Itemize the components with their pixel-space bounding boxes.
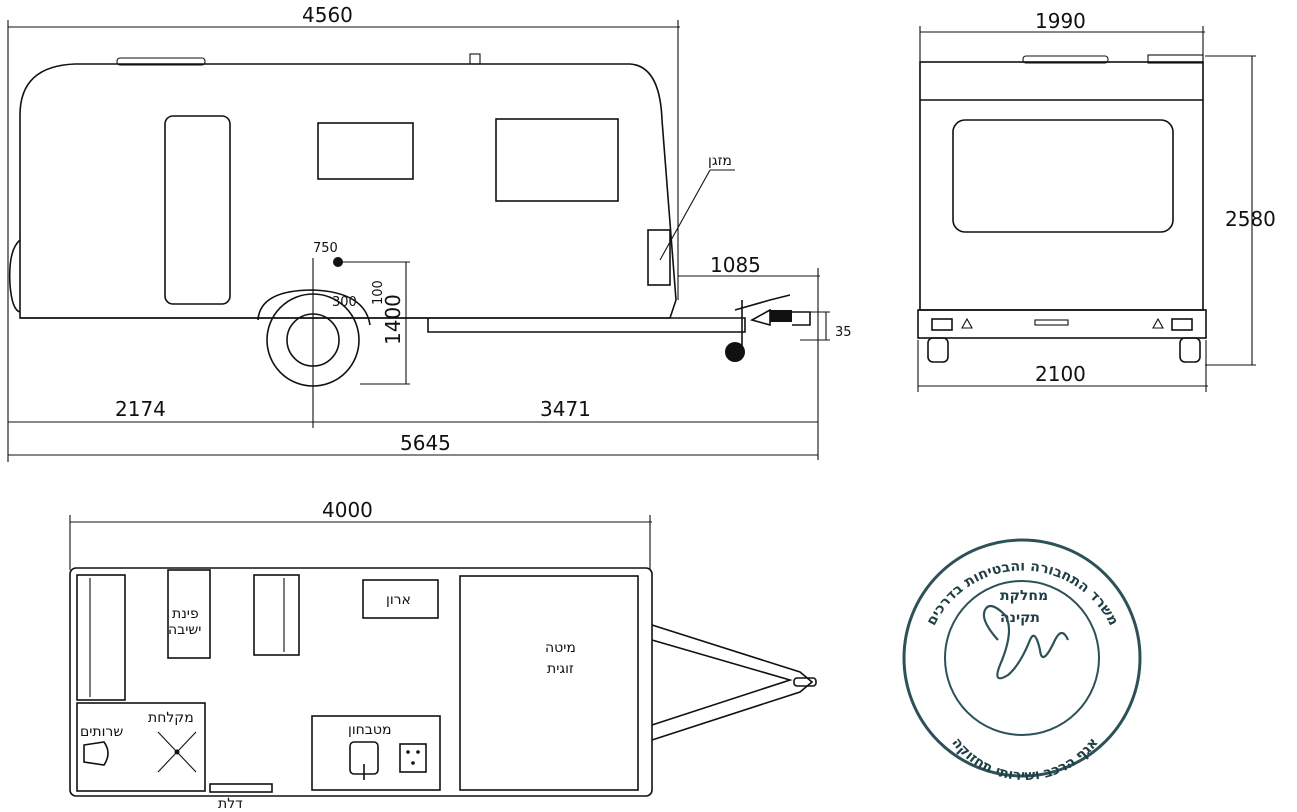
dim-body-width: 1990 xyxy=(1035,9,1086,33)
front-bump xyxy=(8,239,21,313)
dim-height-1400: 1400 xyxy=(381,294,405,345)
dim-hitch-length: 1085 xyxy=(710,253,761,277)
seating-label-2: ישיבה xyxy=(168,622,201,638)
floor-drawbar-inner xyxy=(651,639,793,726)
burner-3-icon xyxy=(411,761,415,765)
closet xyxy=(362,579,439,619)
dim-overall-width: 2100 xyxy=(1035,362,1086,386)
roof-vent-front xyxy=(469,53,481,65)
approval-stamp: משרד התחבורה והבטיחות בדרכים אגף הרכב וש… xyxy=(902,538,1142,784)
floor-drawbar xyxy=(651,624,814,741)
rear-wheel-right xyxy=(1179,337,1201,363)
rear-wheel-left xyxy=(927,337,949,363)
kitchen-label: מטבחון xyxy=(348,722,391,738)
stamp-inner-ring xyxy=(944,580,1100,736)
toilet-icon xyxy=(83,741,109,766)
drawbar xyxy=(420,317,746,333)
dim-750: 750 xyxy=(313,241,338,256)
seating-label-1: פינת xyxy=(172,606,199,622)
plate-light xyxy=(1034,319,1069,326)
caravan-body-outline xyxy=(19,63,677,319)
stamp-ring-text-bottom: אגף הרכב ושירותי תחזוקה xyxy=(948,735,1101,784)
ac-label: מזגן xyxy=(708,153,732,169)
rear-window xyxy=(952,119,1174,233)
dim-35: 35 xyxy=(835,325,852,340)
floor-outline xyxy=(69,567,653,797)
wardrobe-left xyxy=(76,574,126,701)
bed-label-2: זוגית xyxy=(547,661,574,677)
hitch-assembly xyxy=(725,294,811,362)
floor-coupler xyxy=(793,677,817,687)
shower-label: מקלחת xyxy=(148,710,194,726)
signature xyxy=(982,604,1070,680)
dim-rear-to-axle: 2174 xyxy=(115,397,166,421)
stamp-dept-2: תקינה xyxy=(1000,610,1040,626)
seating-area xyxy=(167,569,211,659)
ac-unit xyxy=(647,229,671,286)
burner-1-icon xyxy=(406,750,410,754)
tail-light-right xyxy=(1171,318,1193,331)
stamp-dept-1: מחלקת xyxy=(1000,588,1048,604)
floor-plan: 4000 פינת ישיבה ארון מיטה זוגית שרותים מ… xyxy=(69,498,817,812)
rear-roof-vent xyxy=(1022,55,1109,64)
reflector-right xyxy=(1152,317,1164,329)
bed-label-1: מיטה xyxy=(545,640,576,656)
closet-label: ארון xyxy=(386,592,411,608)
rear-view: 1990 2580 2100 xyxy=(917,9,1276,392)
bench xyxy=(253,574,300,656)
dim-height-100: 100 xyxy=(371,280,386,305)
bathroom xyxy=(76,702,206,792)
door-label: דלת xyxy=(218,796,243,812)
stamp-outer-ring xyxy=(902,538,1142,778)
dim-small-mark: 300 xyxy=(332,295,357,310)
dim-axle-to-hitch: 3471 xyxy=(540,397,591,421)
kitchenette xyxy=(311,715,441,791)
side-door xyxy=(164,115,231,305)
burner-2-icon xyxy=(416,750,420,754)
dim-body-length: 4560 xyxy=(302,3,353,27)
shower-drain-icon xyxy=(174,749,180,755)
tail-light-left xyxy=(931,318,953,331)
ac-leader-line xyxy=(659,169,711,261)
side-window-2 xyxy=(495,118,619,202)
entry-door xyxy=(209,783,273,793)
roof-vent-rear xyxy=(116,57,206,66)
dim-inner-length: 4000 xyxy=(322,498,373,522)
rear-roof-box xyxy=(1147,54,1204,64)
rear-bumper xyxy=(917,309,1207,339)
double-bed xyxy=(459,575,639,791)
stove-icon xyxy=(399,743,427,773)
side-window-1 xyxy=(317,122,414,180)
dim-overall-length: 5645 xyxy=(400,431,451,455)
dim-height: 2580 xyxy=(1225,207,1276,231)
side-view: מזגן 750 300 4560 1085 xyxy=(7,3,852,462)
toilet-label: שרותים xyxy=(80,724,123,740)
reflector-left xyxy=(961,317,973,329)
